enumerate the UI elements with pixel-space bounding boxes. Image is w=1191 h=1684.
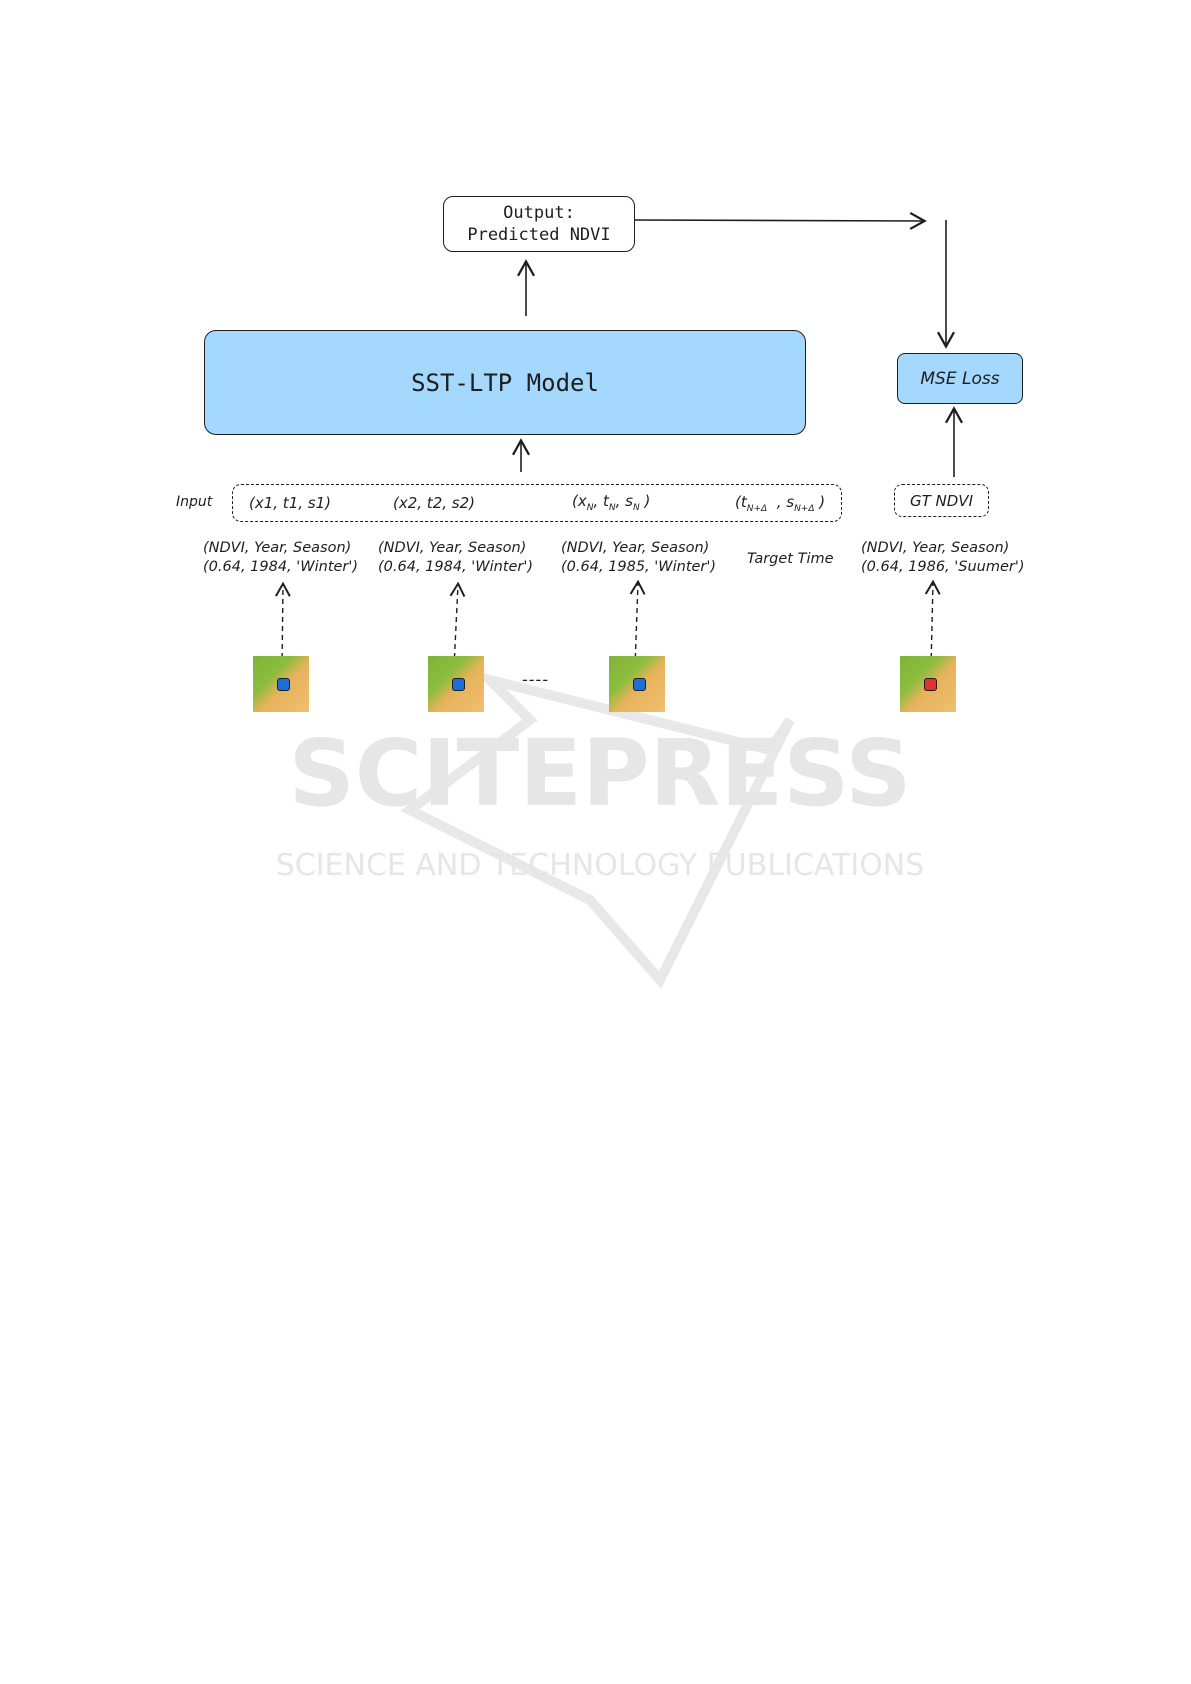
satellite-thumbnail-3 [609,656,665,712]
watermark-title: SCITEPRESS [288,720,911,827]
dashed-arrow-2 [449,581,466,668]
output-subtitle: Predicted NDVI [467,225,611,245]
input-sequence-group [232,484,842,522]
watermark: SCITEPRESS SCIENCE AND TECHNOLOGY PUBLIC… [276,670,925,989]
model-label: SST-LTP Model [411,368,599,397]
pixel-marker-blue [277,678,290,691]
meta-label-1: (NDVI, Year, Season)(0.64, 1984, 'Winter… [203,540,359,575]
mse-loss-label: MSE Loss [920,368,1000,389]
output-title: Output: [503,203,575,223]
model-node: SST-LTP Model [204,330,806,435]
target-time-label: Target Time [747,551,834,567]
satellite-thumbnail-target [900,656,956,712]
input-tuple-2: (x2, t2, s2) [393,494,475,512]
gt-ndvi-node: GT NDVI [894,484,989,517]
output-node: Output: Predicted NDVI [443,196,635,252]
input-tuple-1: (x1, t1, s1) [249,494,331,512]
dashed-arrow-4 [924,579,941,668]
pixel-marker-blue [452,678,465,691]
gt-ndvi-label: GT NDVI [909,491,973,510]
meta-label-2: (NDVI, Year, Season)(0.64, 1984, 'Winter… [378,540,534,575]
watermark-subtitle: SCIENCE AND TECHNOLOGY PUBLICATIONS [276,848,925,883]
satellite-thumbnail-1 [253,656,309,712]
meta-label-target: (NDVI, Year, Season)(0.64, 1986, 'Suumer… [861,540,1025,575]
input-tuple-target: (tN+Δ , sN+Δ ) [735,493,826,514]
arrow-output-to-loss-path [634,211,927,230]
mse-loss-node: MSE Loss [897,353,1023,404]
dashed-arrow-1 [275,581,291,668]
dashed-arrow-3 [629,579,646,668]
input-label: Input [176,494,213,510]
input-tuple-n: (xN, tN, sN ) [572,492,651,513]
ellipsis-dashes: ---- [522,670,550,689]
pixel-marker-red [924,678,937,691]
meta-label-3: (NDVI, Year, Season)(0.64, 1985, 'Winter… [561,540,717,575]
satellite-thumbnail-2 [428,656,484,712]
pixel-marker-blue [633,678,646,691]
